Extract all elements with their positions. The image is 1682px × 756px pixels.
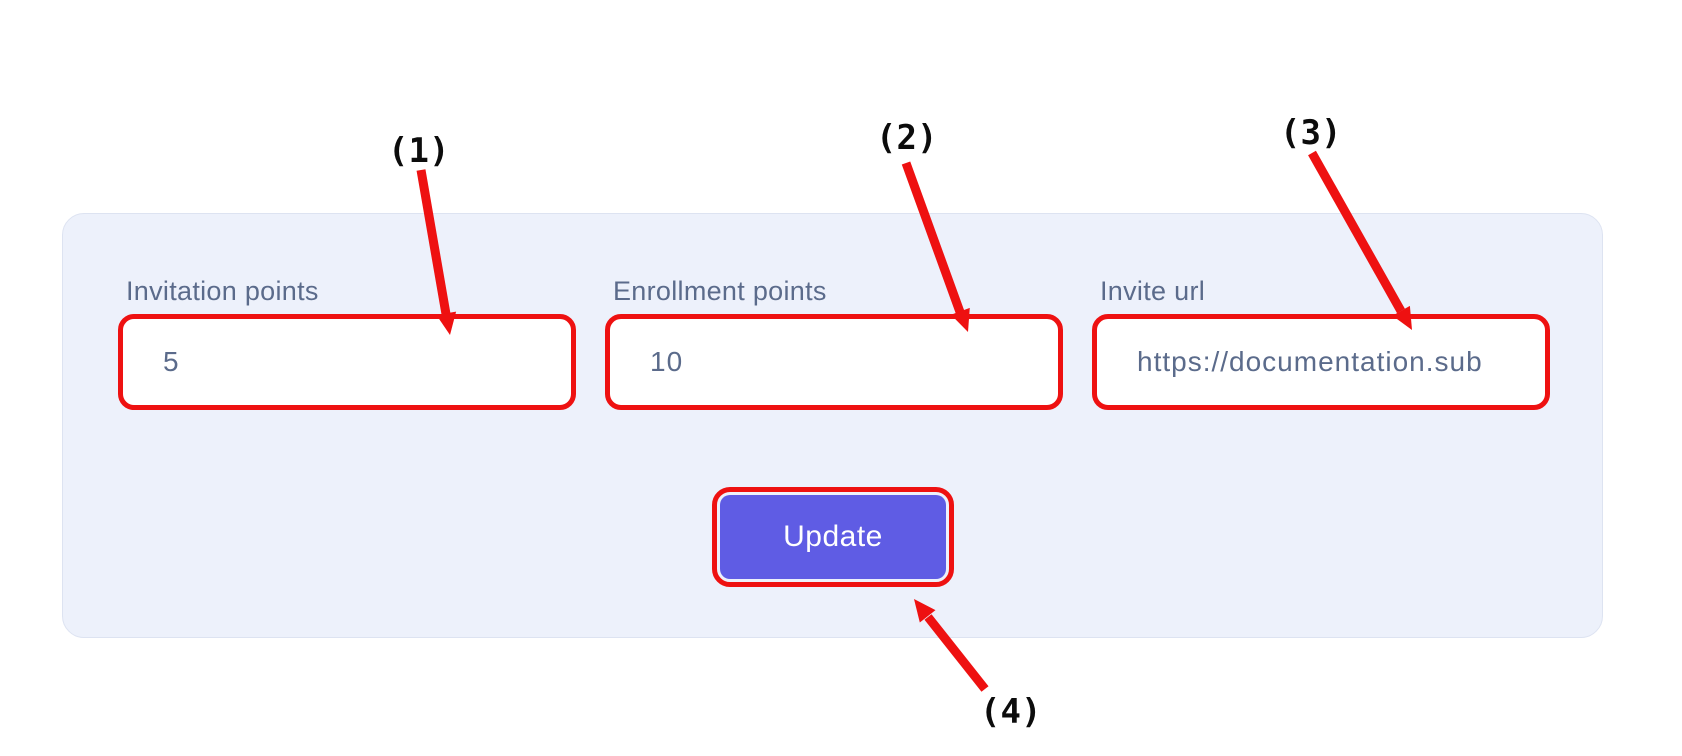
invite-url-input[interactable]: [1097, 319, 1545, 405]
annotation-highlight-1: [118, 314, 576, 410]
invitation-points-label: Invitation points: [126, 276, 319, 306]
annotation-highlight-2: [605, 314, 1063, 410]
enrollment-points-input[interactable]: [610, 319, 1058, 405]
invite-url-label: Invite url: [1100, 276, 1206, 306]
field-invite-url: Invite url: [1092, 276, 1550, 410]
invitation-points-input[interactable]: [123, 319, 571, 405]
field-invitation-points: Invitation points: [118, 276, 576, 410]
update-button[interactable]: Update: [720, 495, 946, 579]
annotation-label-2: (2): [876, 118, 938, 158]
annotation-label-4: (4): [980, 692, 1042, 732]
annotation-highlight-3: [1092, 314, 1550, 410]
annotation-label-3: (3): [1280, 113, 1342, 153]
field-enrollment-points: Enrollment points: [605, 276, 1063, 410]
annotation-highlight-4: Update: [712, 487, 954, 587]
enrollment-points-label: Enrollment points: [613, 276, 827, 306]
annotation-label-1: (1): [388, 131, 450, 171]
